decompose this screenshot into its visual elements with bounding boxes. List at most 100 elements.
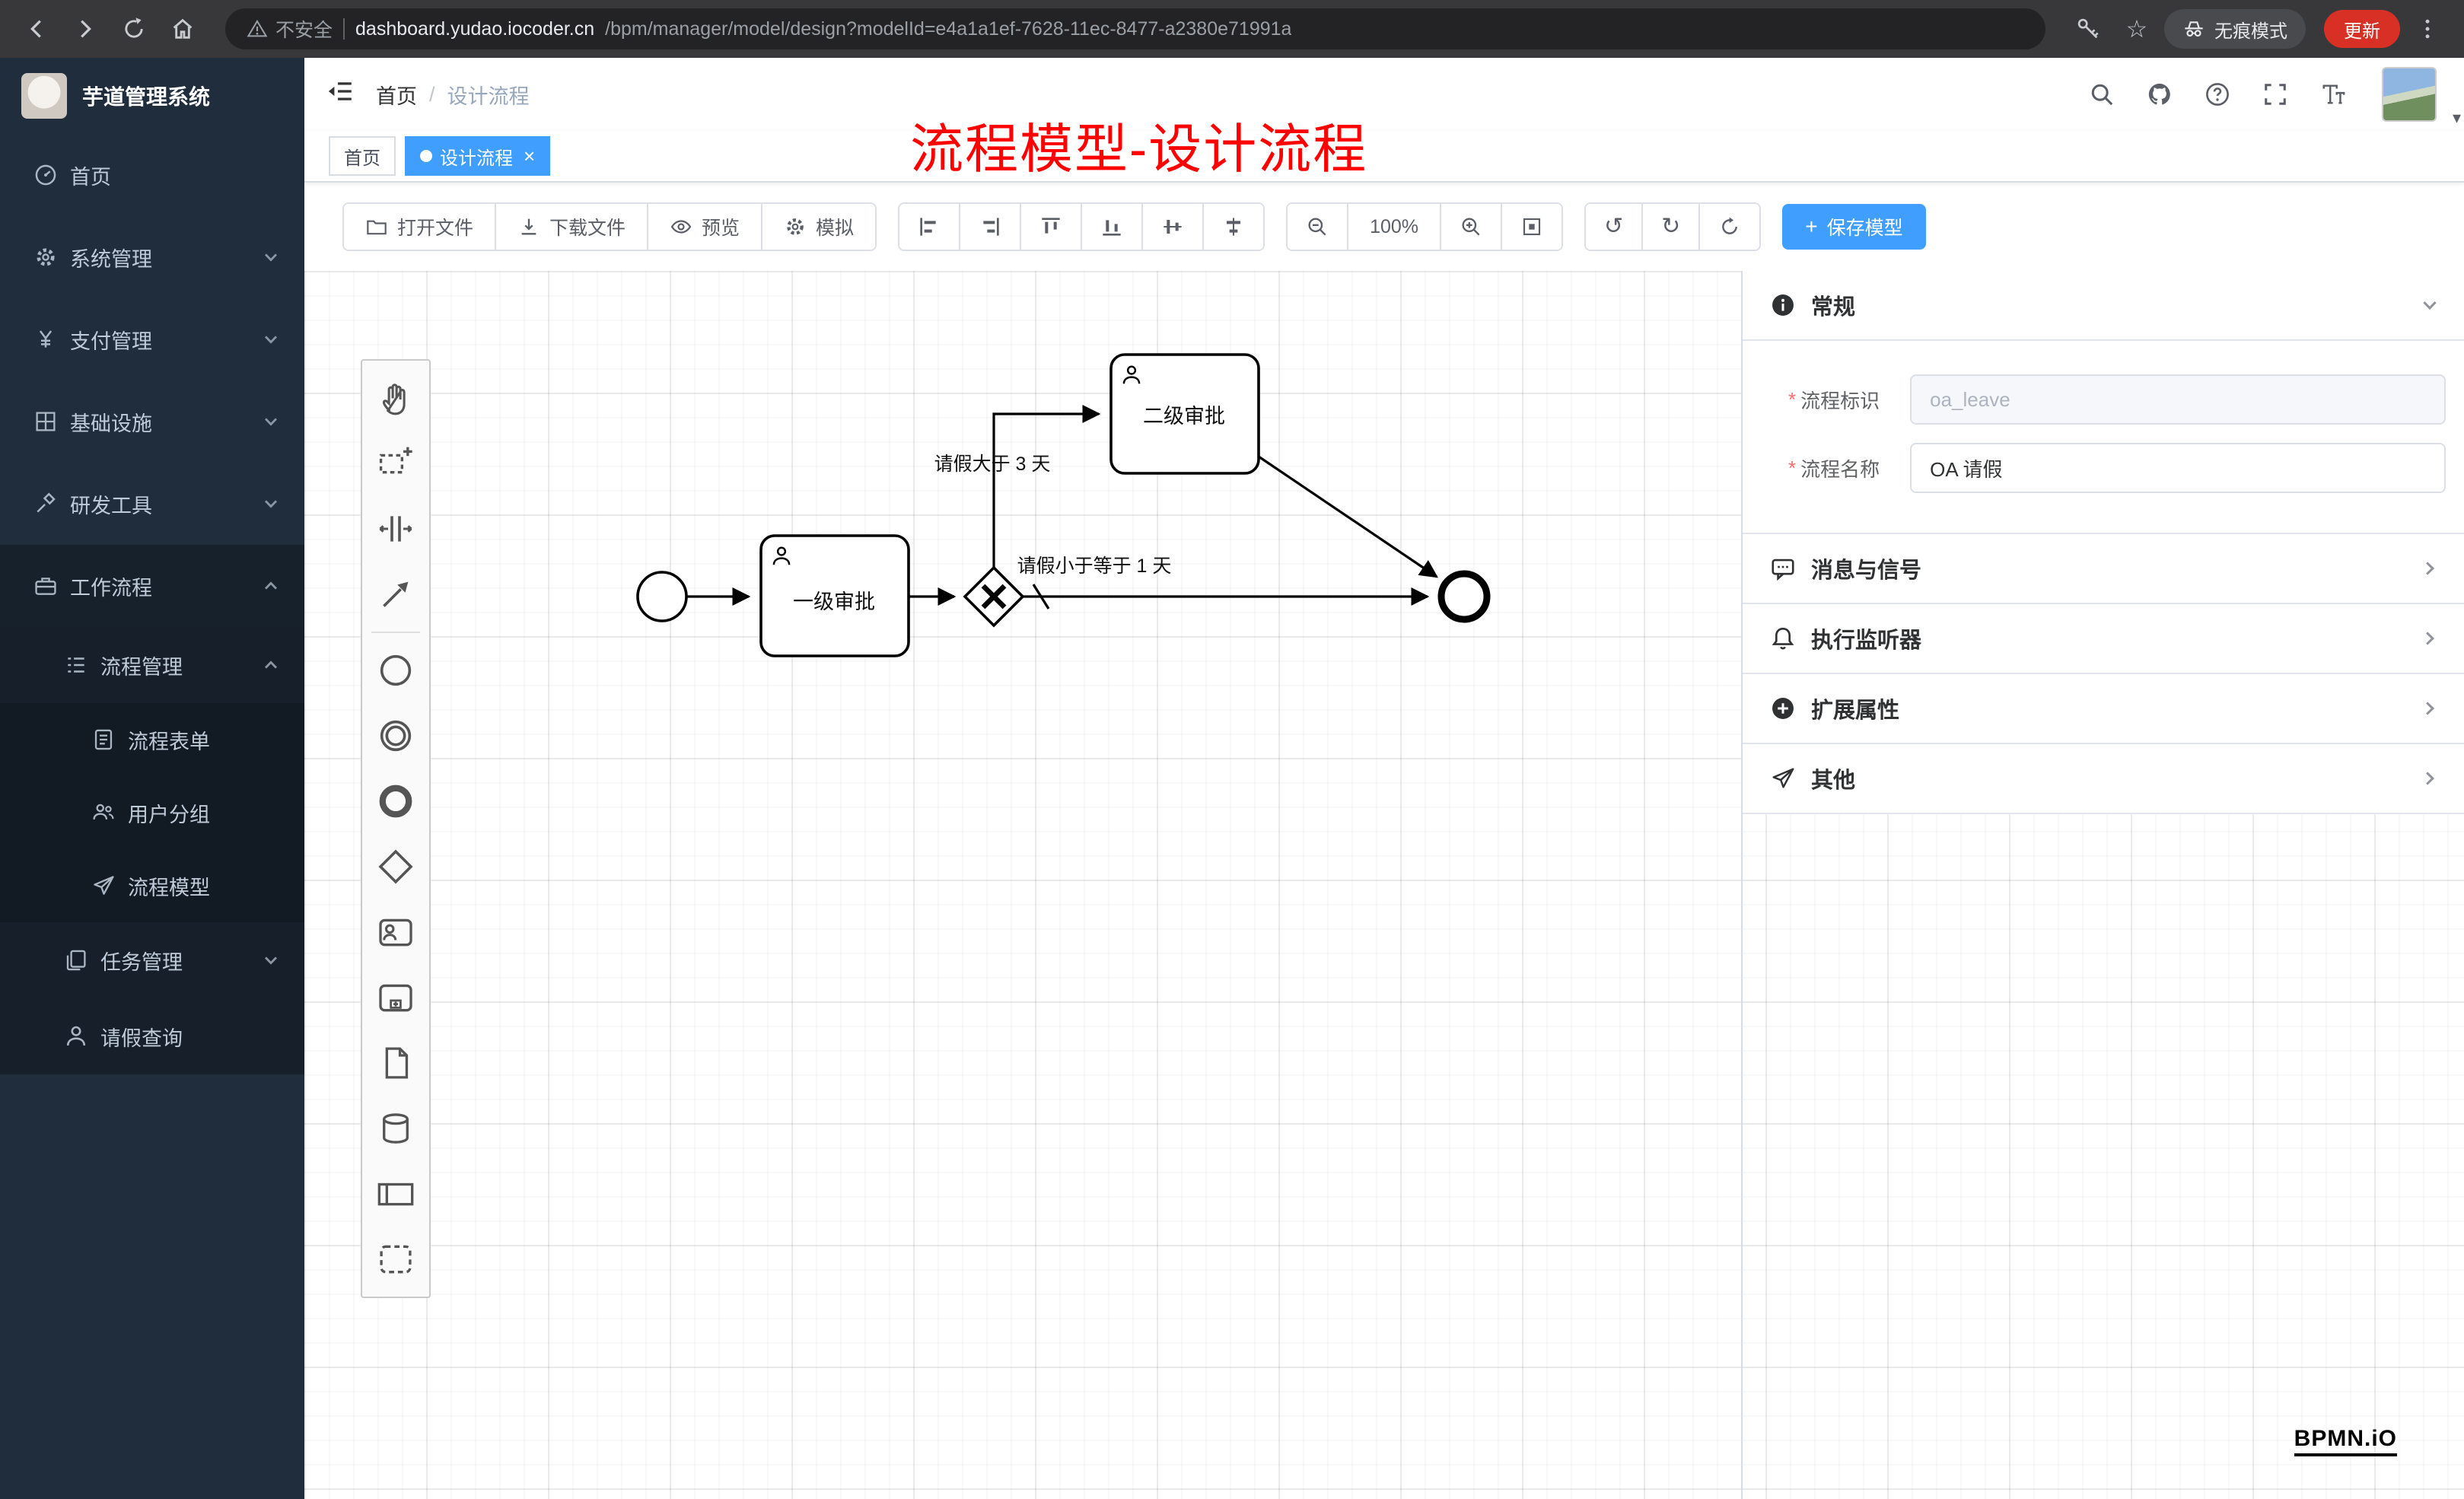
- panel-section-listeners-header[interactable]: 执行监听器: [1743, 604, 2464, 674]
- flow-task2-to-end[interactable]: [1258, 455, 1438, 578]
- align-left-button[interactable]: [899, 204, 960, 250]
- sidebar-item-user-group[interactable]: 用户分组: [0, 776, 304, 849]
- create-start-event-icon[interactable]: [362, 638, 429, 703]
- end-event[interactable]: [1437, 570, 1491, 623]
- flow-gateway-to-task2[interactable]: [992, 405, 1101, 568]
- zoom-reset-button[interactable]: [1501, 204, 1562, 250]
- fullscreen-icon[interactable]: [2257, 76, 2294, 113]
- hand-tool-icon[interactable]: [362, 365, 429, 431]
- zoom-out-button[interactable]: [1288, 204, 1348, 250]
- tab-design-process[interactable]: 设计流程 ×: [405, 136, 551, 176]
- font-size-icon[interactable]: [2315, 76, 2351, 113]
- plus-icon: +: [1805, 215, 1818, 238]
- create-exclusive-gateway-icon[interactable]: [362, 834, 429, 899]
- panel-section-extensions-header[interactable]: 扩展属性: [1743, 674, 2464, 744]
- create-intermediate-event-icon[interactable]: [362, 703, 429, 769]
- tools-icon: [33, 492, 70, 516]
- align-bottom-icon: [1100, 215, 1123, 238]
- flow-label-le1[interactable]: 请假小于等于 1 天: [1017, 555, 1172, 577]
- create-participant-icon[interactable]: [362, 1161, 429, 1227]
- zoom-in-icon: [1460, 215, 1482, 238]
- site-security-warning[interactable]: 不安全: [247, 15, 333, 43]
- bpmn-canvas[interactable]: 请假大于 3 天 请假小于等于 1 天 一级审批 二级审: [304, 271, 2464, 1499]
- exclusive-gateway[interactable]: [963, 565, 1025, 628]
- password-key-icon[interactable]: [2067, 8, 2109, 50]
- tab-home[interactable]: 首页: [329, 136, 396, 176]
- required-asterisk: *: [1788, 456, 1797, 479]
- simulate-button[interactable]: 模拟: [761, 204, 876, 250]
- folder-icon: [365, 215, 388, 238]
- global-connect-tool-icon[interactable]: [362, 562, 429, 627]
- space-tool-icon[interactable]: [362, 496, 429, 562]
- redo-button[interactable]: ↻: [1641, 204, 1699, 250]
- flow-label-gt3[interactable]: 请假大于 3 天: [934, 454, 1051, 475]
- user-task-level1[interactable]: [759, 534, 910, 657]
- address-bar[interactable]: 不安全 dashboard.yudao.iocoder.cn/bpm/manag…: [225, 8, 2045, 49]
- sidebar-item-task-management[interactable]: 任务管理: [0, 922, 304, 998]
- chevron-down-icon: [262, 248, 280, 266]
- chevron-down-icon: [262, 951, 280, 969]
- open-file-button[interactable]: 打开文件: [344, 204, 495, 250]
- create-user-task-icon[interactable]: [362, 899, 429, 965]
- panel-section-other-header[interactable]: 其他: [1743, 744, 2464, 814]
- align-bottom-button[interactable]: [1081, 204, 1142, 250]
- restart-button[interactable]: [1698, 204, 1760, 250]
- create-end-event-icon[interactable]: [362, 769, 429, 834]
- sidebar-item-workflow[interactable]: 工作流程: [0, 545, 304, 627]
- incognito-badge[interactable]: 无痕模式: [2164, 9, 2306, 49]
- create-group-icon[interactable]: [362, 1227, 429, 1292]
- tasks-icon: [64, 948, 100, 972]
- home-icon[interactable]: [161, 8, 204, 50]
- search-icon[interactable]: [2084, 76, 2120, 113]
- user-avatar[interactable]: [2382, 67, 2437, 122]
- preview-button[interactable]: 预览: [647, 204, 762, 250]
- bpmn-io-watermark[interactable]: BPMN.iO: [2294, 1426, 2397, 1456]
- sidebar-item-system[interactable]: 系统管理: [0, 216, 304, 298]
- sidebar-item-process-form[interactable]: 流程表单: [0, 703, 304, 776]
- user-menu[interactable]: ▾: [2382, 67, 2461, 127]
- reload-icon[interactable]: [113, 8, 155, 50]
- align-right-button[interactable]: [959, 204, 1020, 250]
- sidebar-item-process-model[interactable]: 流程模型: [0, 849, 304, 922]
- sidebar-item-process-management[interactable]: 流程管理: [0, 627, 304, 703]
- download-file-button[interactable]: 下载文件: [495, 204, 648, 250]
- sidebar-item-home[interactable]: 首页: [0, 134, 304, 216]
- chevron-right-icon: [2420, 629, 2440, 648]
- chevron-down-icon: [262, 412, 280, 431]
- sidebar-item-devtools[interactable]: 研发工具: [0, 463, 304, 545]
- app-logo[interactable]: 芋道管理系统: [0, 58, 304, 134]
- save-model-button[interactable]: + 保存模型: [1782, 204, 1926, 250]
- user-task-level2[interactable]: [1109, 353, 1260, 475]
- forward-icon[interactable]: [64, 8, 107, 50]
- sidebar-item-infrastructure[interactable]: 基础设施: [0, 380, 304, 463]
- undo-button[interactable]: ↺: [1586, 204, 1642, 250]
- sidebar: 芋道管理系统 首页 系统管理 支付管理: [0, 58, 304, 1499]
- panel-section-messages-header[interactable]: 消息与信号: [1743, 534, 2464, 604]
- browser-menu-kebab-icon[interactable]: [2406, 8, 2449, 50]
- eye-icon: [670, 215, 692, 238]
- tab-close-icon[interactable]: ×: [524, 145, 536, 167]
- align-top-button[interactable]: [1020, 204, 1081, 250]
- help-icon[interactable]: [2199, 76, 2236, 113]
- align-top-icon: [1039, 215, 1062, 238]
- create-subprocess-icon[interactable]: [362, 965, 429, 1030]
- back-icon[interactable]: [15, 8, 58, 50]
- chevron-right-icon: [2420, 769, 2440, 788]
- sidebar-fold-icon[interactable]: [326, 77, 355, 112]
- align-center-button[interactable]: [1202, 204, 1264, 250]
- start-event[interactable]: [636, 571, 688, 622]
- create-data-store-icon[interactable]: [362, 1096, 429, 1161]
- github-icon[interactable]: [2141, 76, 2178, 113]
- create-data-object-icon[interactable]: [362, 1030, 429, 1096]
- browser-update-button[interactable]: 更新: [2324, 10, 2400, 48]
- zoom-in-button[interactable]: [1440, 204, 1501, 250]
- align-middle-button[interactable]: [1141, 204, 1203, 250]
- bookmark-star-icon[interactable]: ☆: [2125, 15, 2148, 43]
- lasso-tool-icon[interactable]: [362, 431, 429, 496]
- process-name-input[interactable]: [1910, 443, 2446, 493]
- sidebar-item-leave-query[interactable]: 请假查询: [0, 998, 304, 1074]
- sidebar-item-payment[interactable]: 支付管理: [0, 298, 304, 380]
- breadcrumb-home[interactable]: 首页: [376, 84, 417, 108]
- breadcrumb-current: 设计流程: [447, 84, 530, 108]
- panel-section-general-header[interactable]: 常规: [1743, 271, 2464, 341]
